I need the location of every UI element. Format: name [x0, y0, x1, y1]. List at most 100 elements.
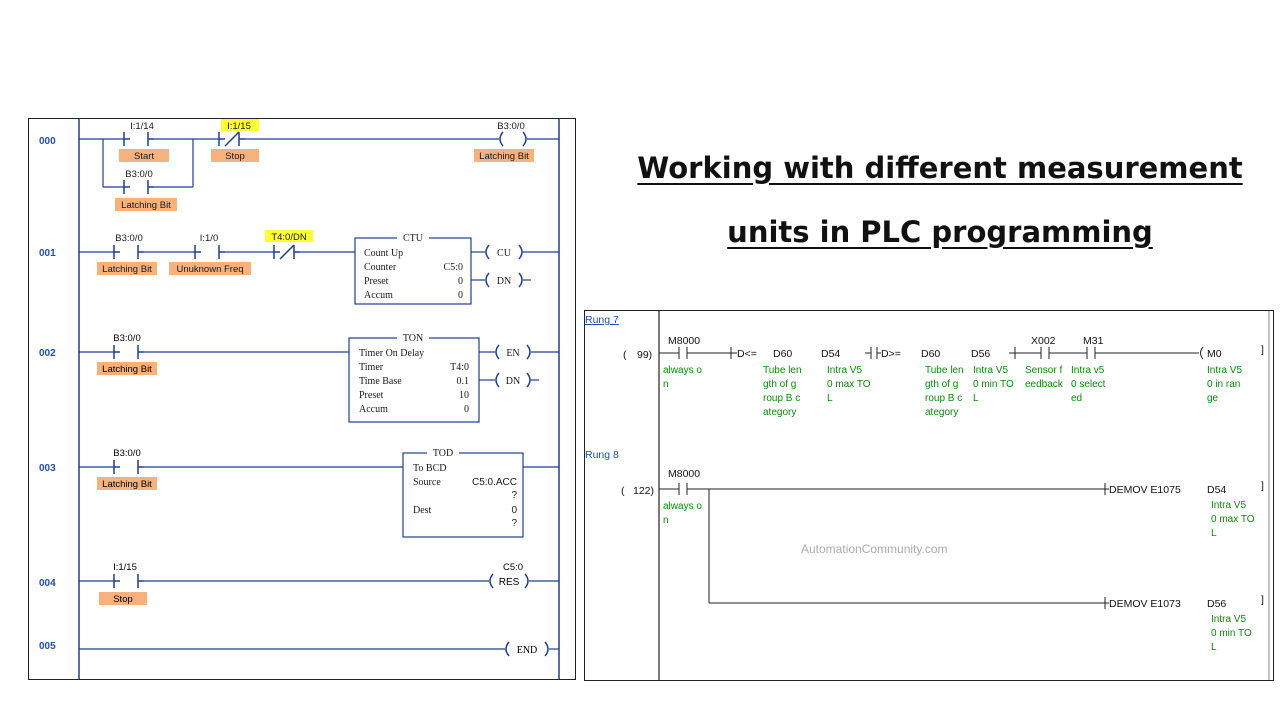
svg-text:ategory: ategory: [763, 407, 796, 418]
svg-text:Preset: Preset: [364, 276, 389, 287]
tag-label: Stop: [113, 594, 133, 605]
step-number: 99): [637, 349, 652, 361]
svg-text:L: L: [827, 393, 833, 404]
gx-ladder-panel: Rung 7 Rung 8 ( 99) ] M8000 D<= D6: [584, 310, 1274, 681]
svg-text:(: (: [621, 485, 625, 497]
svg-text:0 in ran: 0 in ran: [1207, 379, 1240, 390]
tag-label: Latching Bit: [102, 364, 152, 375]
svg-text:Preset: Preset: [359, 390, 384, 401]
contact-address: B3:0/0: [125, 169, 152, 180]
rung-number[interactable]: 005: [39, 641, 56, 652]
rung-label[interactable]: Rung 8: [585, 449, 619, 461]
rung-number[interactable]: 001: [39, 248, 56, 259]
svg-text:TOD: TOD: [433, 448, 453, 459]
svg-text:D56: D56: [1207, 598, 1226, 610]
compare-bracket-icon: [1009, 347, 1016, 359]
svg-text:D60: D60: [773, 348, 792, 360]
rung-number[interactable]: 000: [39, 136, 56, 147]
svg-text:0 max TO: 0 max TO: [827, 379, 871, 390]
contact-address: I:1/15: [113, 562, 137, 573]
svg-text:L: L: [973, 393, 979, 404]
svg-text:M8000: M8000: [668, 335, 700, 347]
svg-text:C5:0.ACC: C5:0.ACC: [472, 477, 517, 488]
svg-text:Sensor f: Sensor f: [1025, 365, 1062, 376]
svg-text:eedback: eedback: [1025, 379, 1064, 390]
svg-text:Count Up: Count Up: [364, 248, 403, 259]
tag-label: Latching Bit: [102, 479, 152, 490]
svg-text:L: L: [1211, 642, 1217, 653]
rung-005[interactable]: END: [79, 641, 559, 657]
contact-address: I:1/14: [130, 121, 154, 132]
rung-000[interactable]: I:1/14 I:1/15 B3:0/0 B3:0/0 Start Stop L…: [79, 119, 559, 211]
svg-text:Time Base: Time Base: [359, 376, 402, 387]
svg-text:C5:0: C5:0: [444, 262, 463, 273]
svg-text:T4:0: T4:0: [450, 362, 469, 373]
svg-text:M0: M0: [1207, 348, 1222, 360]
svg-text:D<=: D<=: [737, 348, 757, 360]
rung-number[interactable]: 003: [39, 463, 56, 474]
coil-icon: [1200, 346, 1204, 360]
rung-number[interactable]: 002: [39, 348, 56, 359]
rung-004[interactable]: I:1/15 C5:0 RES Stop: [79, 562, 559, 605]
output-label: CU: [497, 248, 512, 259]
svg-text:To BCD: To BCD: [413, 463, 446, 474]
title-line-2: units in PLC programming: [727, 215, 1153, 249]
contact-address: B3:0/0: [113, 333, 140, 344]
rung-8[interactable]: ( 122) ] ] M8000 DEMOV E1075 D54 DEMOV E…: [621, 468, 1264, 653]
rung-number[interactable]: 004: [39, 578, 56, 589]
rung-001[interactable]: B3:0/0 I:1/0 T4:0/DN Latching Bit Unukno…: [79, 230, 559, 305]
svg-text:CTU: CTU: [403, 233, 424, 244]
svg-text:L: L: [1211, 528, 1217, 539]
svg-text:0 max TO: 0 max TO: [1211, 514, 1255, 525]
contact-address: B3:0/0: [113, 448, 140, 459]
rung-002[interactable]: B3:0/0 Latching Bit TON Timer On Delay T…: [79, 332, 559, 423]
instruction-bracket-icon: [1104, 597, 1109, 609]
no-contact-icon: [113, 245, 144, 259]
svg-text:D>=: D>=: [881, 348, 901, 360]
svg-text:Intra V5: Intra V5: [1207, 365, 1242, 376]
no-contact-icon: [194, 245, 225, 259]
coil-address: C5:0: [503, 562, 523, 573]
tag-label: Start: [134, 151, 154, 162]
contact-address: I:1/0: [200, 233, 219, 244]
svg-text:?: ?: [511, 518, 517, 529]
coil-icon: [495, 372, 531, 388]
svg-text:D54: D54: [1207, 484, 1226, 496]
svg-text:roup B c: roup B c: [763, 393, 800, 404]
output-label: EN: [506, 348, 519, 359]
step-number: 122): [633, 485, 654, 497]
no-contact-icon: [113, 460, 144, 474]
tag-label: Stop: [225, 151, 245, 162]
svg-text:Tube len: Tube len: [763, 365, 802, 376]
svg-text:Accum: Accum: [364, 290, 393, 301]
svg-text:Tube len: Tube len: [925, 365, 964, 376]
svg-text:Intra v5: Intra v5: [1071, 365, 1105, 376]
watermark: AutomationCommunity.com: [801, 542, 948, 556]
svg-text:Dest: Dest: [413, 505, 432, 516]
coil-icon: [489, 573, 529, 589]
svg-text:Intra V5: Intra V5: [1211, 614, 1246, 625]
svg-text:D56: D56: [971, 348, 990, 360]
rung-003[interactable]: B3:0/0 Latching Bit TOD To BCD Source C5…: [79, 447, 559, 538]
title-line-1: Working with different measurement: [637, 151, 1243, 185]
no-contact-icon: [1086, 347, 1096, 359]
no-contact-icon: [113, 345, 144, 359]
svg-text:]: ]: [1261, 344, 1264, 356]
svg-text:0 min TO: 0 min TO: [1211, 628, 1252, 639]
svg-text:0: 0: [458, 290, 463, 301]
rung-7[interactable]: ( 99) ] M8000 D<= D60 D54 D>= D60 D: [623, 335, 1264, 418]
svg-text:ategory: ategory: [925, 407, 958, 418]
end-label: END: [517, 645, 538, 656]
coil-label: RES: [499, 577, 520, 588]
svg-text:]: ]: [1261, 480, 1264, 492]
svg-text:(: (: [623, 349, 627, 361]
ladder-diagram: Rung 7 Rung 8 ( 99) ] M8000 D<= D6: [585, 311, 1270, 680]
svg-text:M31: M31: [1083, 335, 1104, 347]
rung-label[interactable]: Rung 7: [585, 314, 619, 326]
tod-block[interactable]: TOD To BCD Source C5:0.ACC ? Dest 0 ?: [413, 448, 517, 529]
compare-bracket-icon: [730, 347, 737, 359]
svg-text:always o: always o: [663, 365, 702, 376]
coil-icon: [495, 344, 531, 360]
